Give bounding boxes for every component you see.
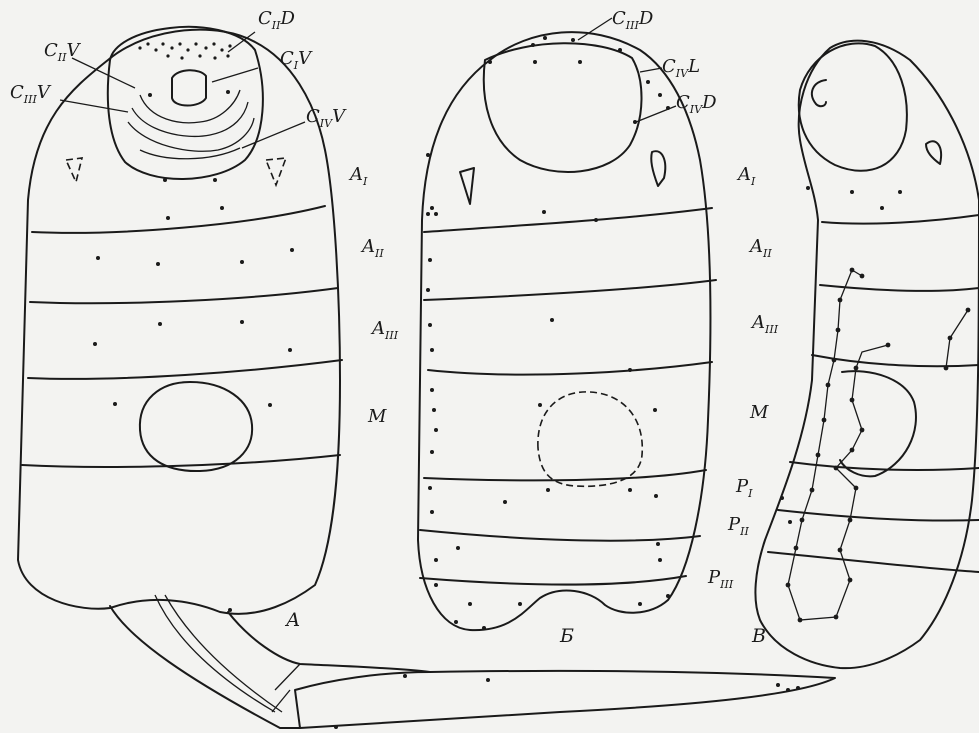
- segment-label-a2: AII: [360, 236, 384, 260]
- tail-outline: [110, 606, 835, 728]
- segment-label-p3: PIII: [707, 567, 734, 591]
- head-capsule-c: [799, 43, 907, 170]
- segment-label-m-c: M: [749, 402, 769, 423]
- segment-label-m-a: M: [367, 406, 387, 427]
- seta-label-c2d: CIID: [258, 8, 295, 32]
- panel-label-c: В: [751, 625, 766, 647]
- seta-label-c2v: CIIV: [44, 40, 81, 64]
- midgut-c: [840, 371, 916, 476]
- specimen-c-outline: [755, 41, 979, 668]
- seta-label-c4v: CIVV: [306, 106, 347, 130]
- seta-label-c3v: CIIIV: [10, 82, 52, 106]
- segment-label-a2-c: AII: [748, 236, 772, 260]
- seta-label-c3d: CIIID: [612, 8, 654, 32]
- head-capsule-b: [484, 43, 642, 172]
- seta-label-c4d: CIVD: [676, 92, 717, 116]
- segment-label-a3-c: AIII: [750, 312, 779, 336]
- head-capsule-a: [108, 27, 263, 179]
- specimen-c: [755, 41, 979, 668]
- panel-label-b: Б: [559, 625, 574, 647]
- panel-label-a: А: [284, 609, 300, 631]
- seta-label-c1v: CIV: [280, 48, 313, 72]
- specimen-b: [418, 18, 716, 630]
- segment-label-p1: PI: [735, 476, 753, 500]
- midgut-b: [538, 392, 642, 486]
- segment-label-a1: AI: [348, 164, 368, 188]
- segment-label-a3: AIII: [370, 318, 399, 342]
- mouth-a: [172, 70, 206, 105]
- midgut-a: [140, 382, 252, 471]
- specimen-a: [18, 27, 835, 729]
- segment-label-p2: PII: [727, 514, 749, 538]
- segment-label-a1-c: AI: [736, 164, 756, 188]
- specimen-a-outline: [18, 30, 340, 614]
- seta-label-c4l: CIVL: [662, 56, 700, 80]
